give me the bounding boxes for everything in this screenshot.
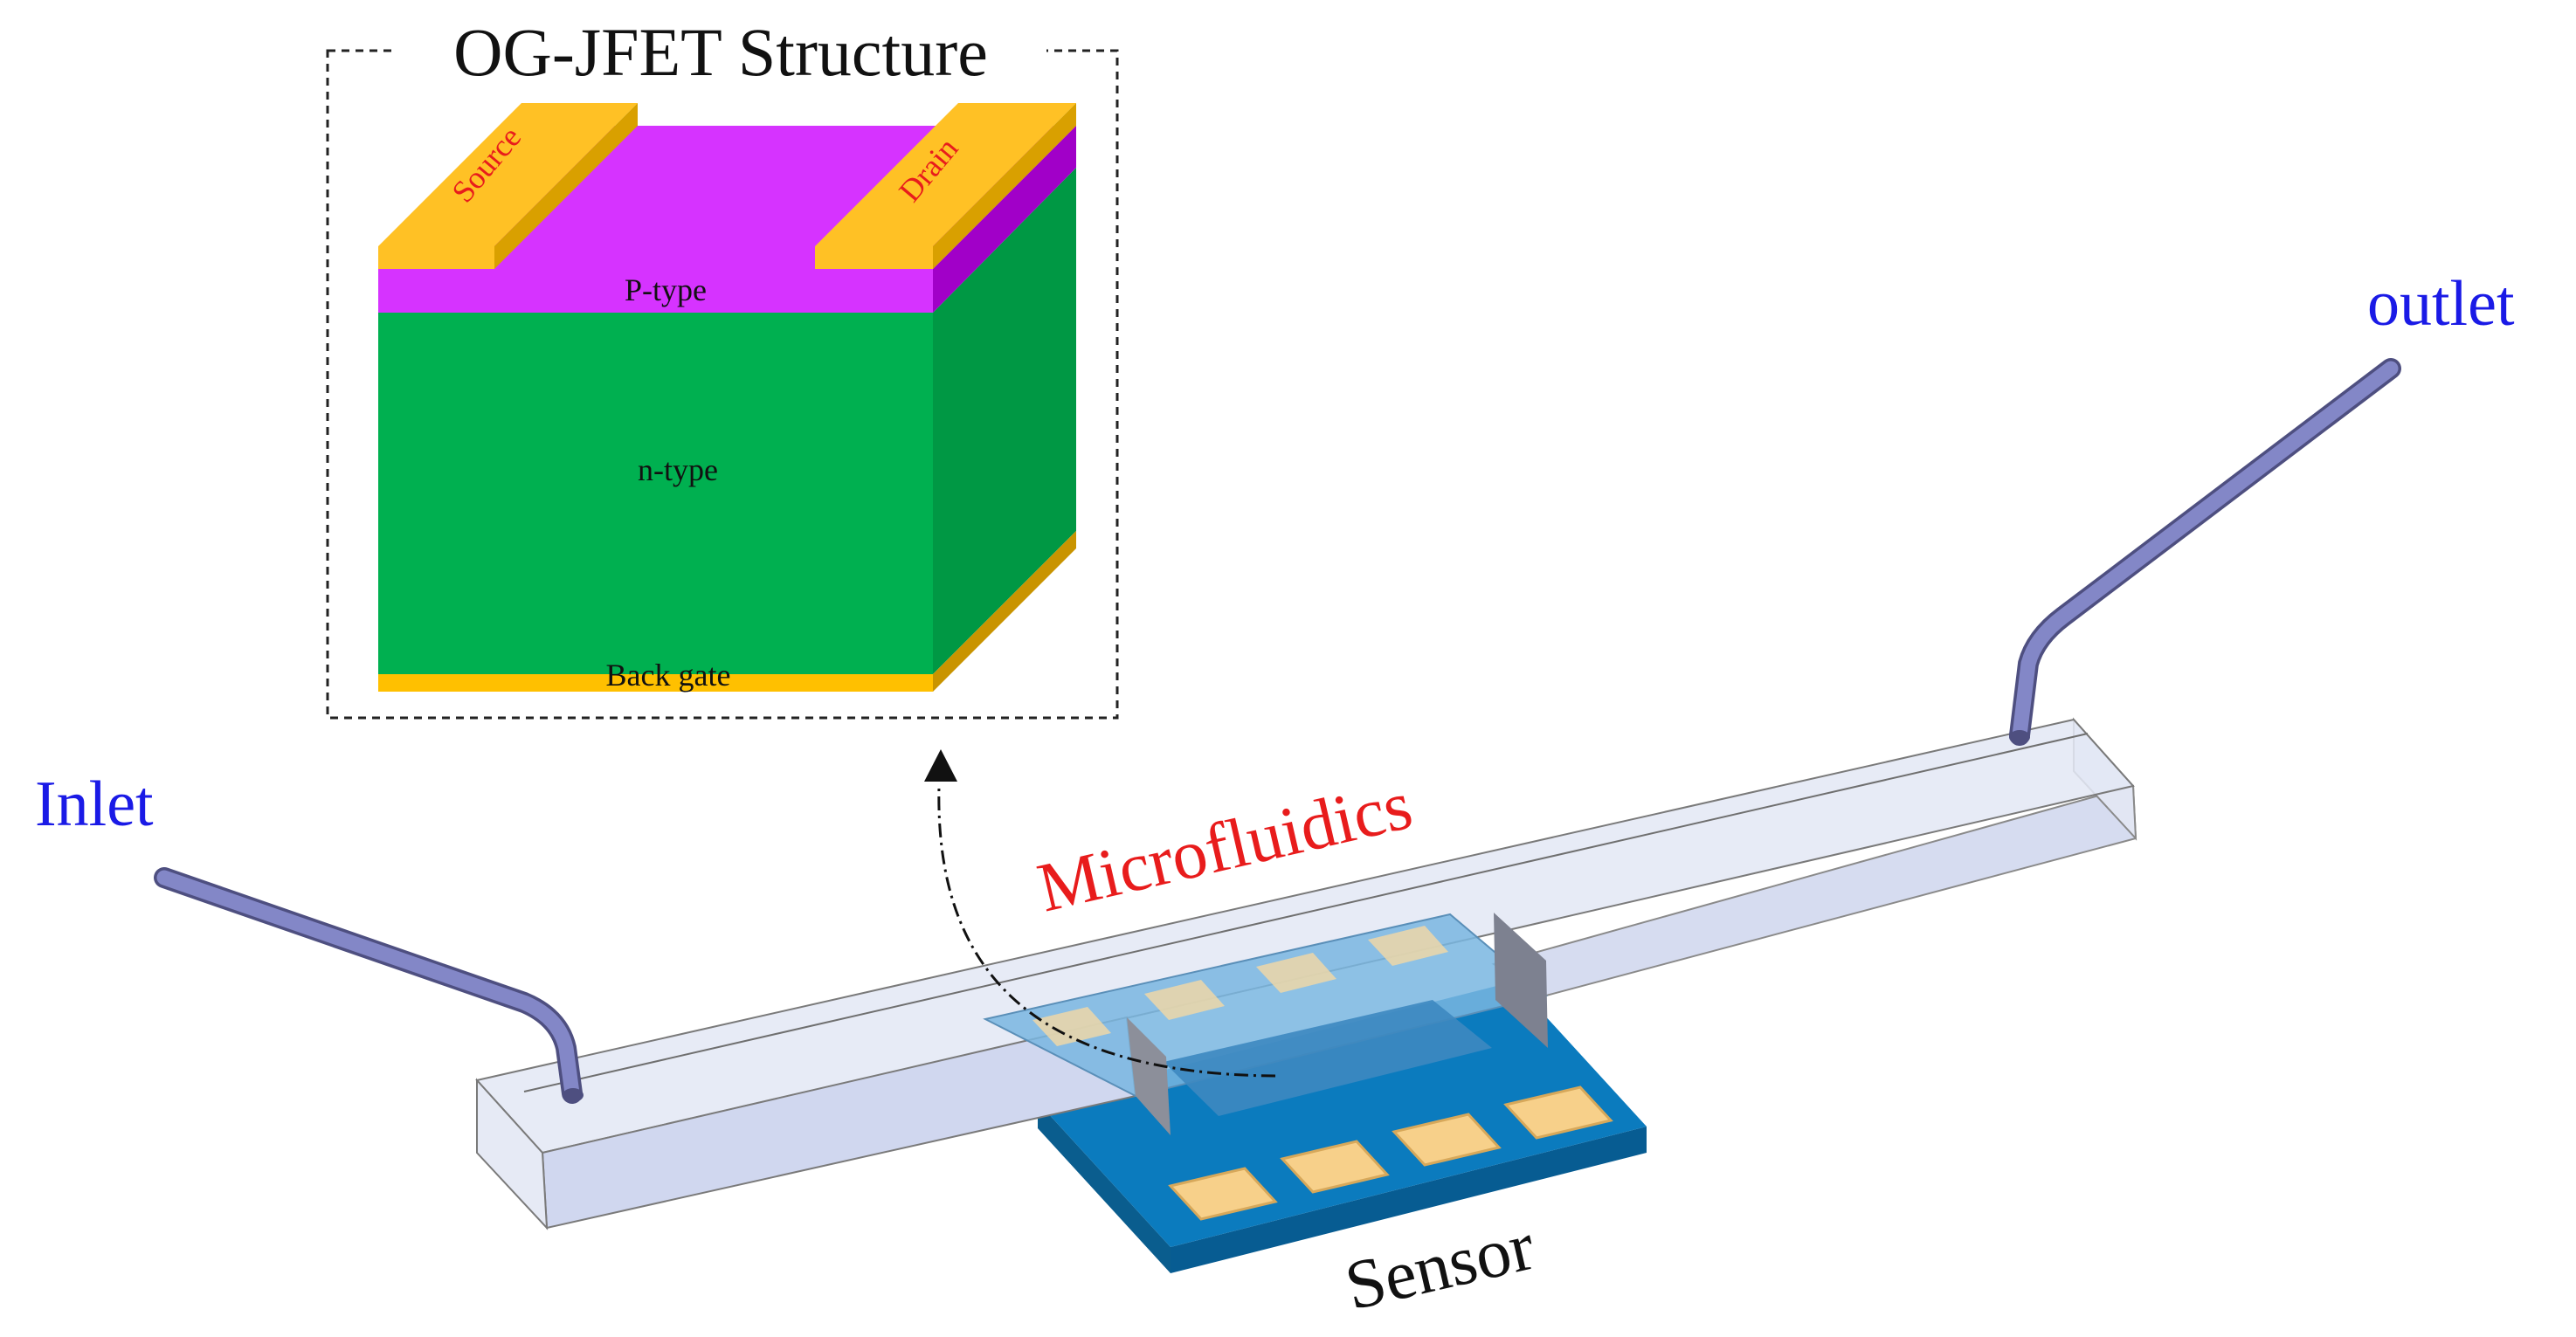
back-gate-right-face bbox=[933, 531, 1076, 692]
inlet-opening bbox=[563, 1088, 584, 1102]
channel-wall-left bbox=[1127, 1017, 1171, 1135]
inlet-tube bbox=[154, 867, 584, 1104]
sensor-label: Sensor bbox=[1338, 1208, 1541, 1326]
drain-electrode-front bbox=[815, 246, 933, 269]
contact-pad bbox=[1144, 980, 1225, 1020]
channel-left-end-face bbox=[476, 1078, 549, 1230]
outlet-tube bbox=[2009, 358, 2401, 746]
inlet-tube-body bbox=[154, 867, 583, 1104]
source-electrode-side bbox=[494, 103, 638, 269]
back-gate-label: Back gate bbox=[606, 658, 731, 693]
p-type-label: P-type bbox=[625, 272, 707, 307]
contact-pad bbox=[1256, 953, 1336, 993]
contact-pad bbox=[1280, 1140, 1390, 1194]
contact-pad bbox=[1503, 1085, 1613, 1140]
drain-electrode-top bbox=[815, 103, 1076, 246]
inlet-label: Inlet bbox=[35, 768, 154, 840]
channel-inner-line bbox=[523, 733, 2089, 1092]
n-type-right-face bbox=[933, 168, 1076, 674]
zoom-arrow-head bbox=[924, 749, 957, 782]
outlet-tube-highlight bbox=[2012, 361, 2399, 743]
inset-title-backdrop bbox=[393, 19, 1046, 82]
zoom-arrow-path bbox=[937, 785, 1276, 1078]
outlet-label: outlet bbox=[2367, 268, 2515, 340]
p-type-right-face bbox=[933, 126, 1076, 313]
microfluidic-channel bbox=[475, 717, 2137, 1230]
sensor-front-pads bbox=[1168, 1085, 1613, 1221]
inset-title: OG-JFET Structure bbox=[453, 14, 988, 90]
sensor-active-window bbox=[1164, 1000, 1492, 1116]
jfet-structure-inset: OG-JFET Structure Source Drain P-type n-… bbox=[326, 14, 1119, 720]
n-type-front-face bbox=[378, 313, 933, 674]
contact-pad bbox=[1392, 1113, 1502, 1167]
source-electrode-front bbox=[378, 246, 494, 269]
contact-pad bbox=[1032, 1007, 1111, 1046]
sensor-side-face bbox=[1171, 1127, 1647, 1273]
inlet-tube-highlight bbox=[156, 870, 580, 1101]
sensor-left-face bbox=[1038, 1102, 1171, 1273]
outlet-tube-body bbox=[2009, 358, 2401, 746]
drain-electrode-side bbox=[933, 103, 1076, 269]
p-type-front-face bbox=[378, 269, 933, 313]
outlet-opening bbox=[2009, 730, 2030, 744]
back-gate-front-face bbox=[378, 674, 933, 692]
sensor-back-pads bbox=[1032, 926, 1448, 1046]
contact-pad bbox=[1368, 926, 1448, 966]
channel-wall-right bbox=[1494, 913, 1548, 1048]
source-electrode-top bbox=[378, 103, 638, 246]
zoom-pointer-arrow bbox=[924, 749, 1276, 1078]
n-type-label: n-type bbox=[638, 452, 718, 487]
sensor-chip bbox=[1038, 982, 1647, 1273]
contact-pad bbox=[1168, 1167, 1278, 1221]
